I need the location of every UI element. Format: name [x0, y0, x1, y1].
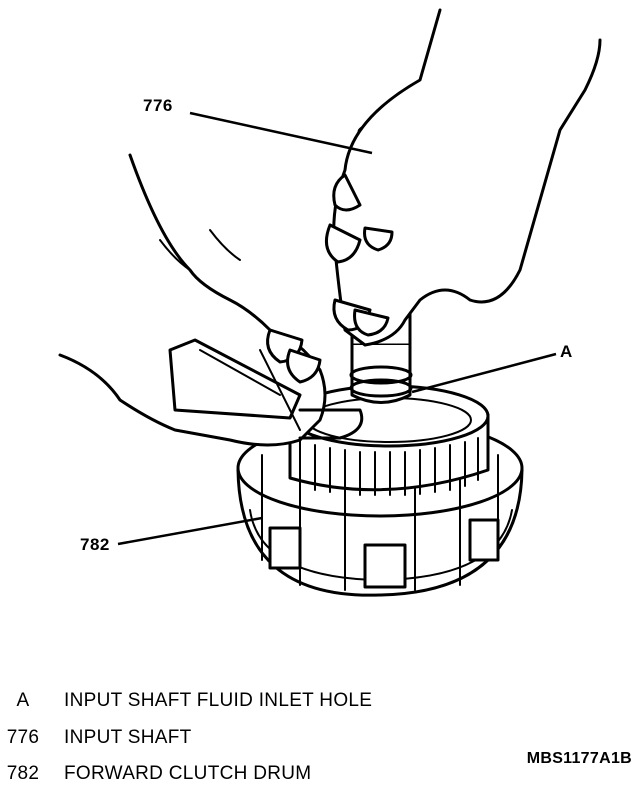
upper-hand [324, 8, 602, 347]
leader-lines [117, 111, 557, 546]
clutch-drum-illustration [58, 8, 602, 597]
legend-code: A [16, 690, 30, 711]
alignment-tool [168, 338, 364, 440]
legend-description: INPUT SHAFT [64, 727, 192, 748]
leader-776 [189, 111, 373, 155]
legend-description: INPUT SHAFT FLUID INLET HOLE [64, 690, 373, 711]
legend-code: 782 [6, 763, 40, 784]
leader-782 [117, 516, 263, 546]
callout-a: A [560, 342, 573, 361]
figure-id: MBS1177A1B [526, 750, 632, 767]
callout-776: 776 [143, 96, 173, 115]
legend-description: FORWARD CLUTCH DRUM [64, 763, 312, 784]
legend-code: 776 [6, 727, 40, 748]
callout-782: 782 [80, 535, 110, 554]
leader-a [411, 352, 557, 394]
